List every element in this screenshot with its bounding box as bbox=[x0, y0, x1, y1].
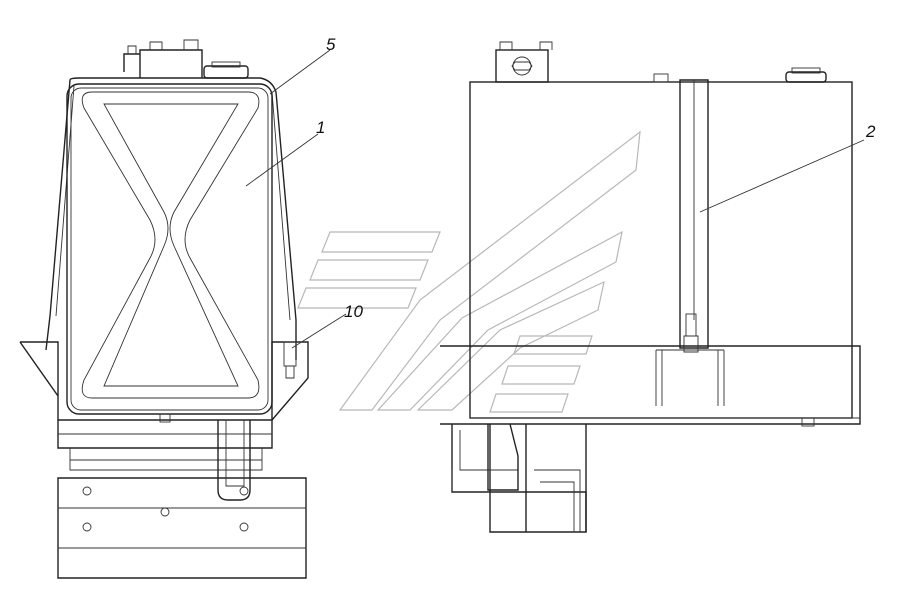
callout-5-group: 5 bbox=[269, 35, 336, 95]
tank-body bbox=[66, 83, 273, 415]
cradle-bracket bbox=[20, 341, 309, 421]
callout-2: 2 bbox=[865, 122, 876, 141]
tank-cap bbox=[203, 65, 249, 79]
frame-rail bbox=[57, 477, 307, 579]
callout-1: 1 bbox=[316, 118, 325, 137]
callout-10: 10 bbox=[344, 302, 363, 321]
side-cradle bbox=[440, 345, 861, 425]
watermark-logo bbox=[297, 130, 641, 413]
drain-pipe bbox=[217, 420, 251, 501]
tank-side-body bbox=[469, 81, 853, 419]
callout-2-group: 2 bbox=[699, 122, 876, 213]
callout-5: 5 bbox=[326, 35, 336, 54]
callout-10-group: 10 bbox=[291, 302, 363, 349]
tank-end-view bbox=[19, 39, 309, 579]
side-frame bbox=[451, 424, 587, 533]
side-strap bbox=[679, 79, 709, 349]
x-rib bbox=[81, 91, 260, 399]
callout-1-group: 1 bbox=[245, 118, 325, 187]
strap bbox=[69, 77, 297, 360]
tank-side-cap bbox=[785, 71, 827, 83]
tank-side-view bbox=[440, 41, 861, 533]
